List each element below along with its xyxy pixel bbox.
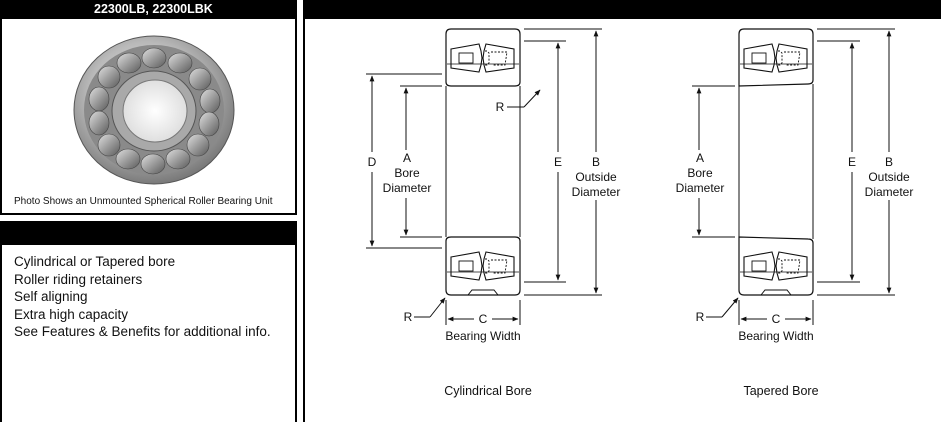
tapered-label-bearing-width: Bearing Width xyxy=(738,329,813,343)
diagram-header-bar xyxy=(305,0,941,19)
label-e: E xyxy=(554,155,562,169)
tapered-dimension-c-line xyxy=(738,300,814,325)
bearing-photo xyxy=(73,35,235,185)
feature-item: Cylindrical or Tapered bore xyxy=(14,254,176,269)
label-b: B xyxy=(592,155,600,169)
label-r-top: R xyxy=(496,100,505,114)
tapered-radius-r-leader xyxy=(706,297,739,318)
tapered-label-a: A xyxy=(696,151,704,165)
radius-r-bottom-leader xyxy=(414,297,446,318)
tapered-label-bore: Bore xyxy=(687,166,713,180)
dimension-b-line xyxy=(524,28,602,296)
label-outside-diameter: Diameter xyxy=(572,185,621,199)
feature-item: Self aligning xyxy=(14,289,88,305)
caption-tapered-bore: Tapered Bore xyxy=(743,384,818,398)
label-c: C xyxy=(479,312,488,326)
tapered-label-c: C xyxy=(772,312,781,326)
tapered-label-b: B xyxy=(885,155,893,169)
tapered-label-outside-diameter: Diameter xyxy=(865,185,914,199)
caption-cylindrical-bore: Cylindrical Bore xyxy=(444,384,532,398)
tapered-label-r: R xyxy=(696,310,705,324)
roller-ring xyxy=(88,47,221,175)
label-bore-diameter: Diameter xyxy=(383,181,432,195)
tapered-bore-diagram xyxy=(738,28,814,296)
dimension-a-line xyxy=(400,85,442,238)
label-bore: Bore xyxy=(394,166,420,180)
dimension-diagram-panel: D A Bore Diameter E B Outside Diameter xyxy=(303,0,941,422)
tapered-label-bore-diameter: Diameter xyxy=(676,181,725,195)
photo-caption: Photo Shows an Unmounted Spherical Rolle… xyxy=(14,196,273,207)
tapered-dimension-b-line xyxy=(817,28,895,296)
feature-item: Roller riding retainers xyxy=(14,271,143,287)
label-r-bottom: R xyxy=(404,310,413,324)
tapered-label-e: E xyxy=(848,155,856,169)
product-title: 22300LB, 22300LBK xyxy=(0,0,297,19)
dimension-d-line xyxy=(366,73,442,249)
tapered-dimension-e-line xyxy=(817,40,860,283)
label-outside: Outside xyxy=(575,170,617,184)
feature-item: Extra high capacity xyxy=(14,306,129,322)
product-photo-box: Photo Shows an Unmounted Spherical Rolle… xyxy=(0,19,297,215)
label-a: A xyxy=(403,151,411,165)
features-header-bar xyxy=(0,221,297,245)
label-d: D xyxy=(368,155,377,169)
tapered-dimension-a-line xyxy=(692,85,735,238)
dimension-e-line xyxy=(524,40,566,283)
bearing-dimension-diagram: D A Bore Diameter E B Outside Diameter xyxy=(366,28,914,398)
cylindrical-bore-diagram xyxy=(445,28,521,296)
tapered-label-outside: Outside xyxy=(868,170,910,184)
feature-item: See Features & Benefits for additional i… xyxy=(14,324,271,340)
radius-r-top-leader xyxy=(507,89,541,108)
label-bearing-width: Bearing Width xyxy=(445,329,520,343)
features-box: Cylindrical or Tapered bore Roller ridin… xyxy=(0,245,297,422)
features-list: Cylindrical or Tapered bore Roller ridin… xyxy=(14,253,271,341)
product-info-panel: 22300LB, 22300LBK xyxy=(0,0,297,422)
dimension-c-line xyxy=(445,300,521,325)
